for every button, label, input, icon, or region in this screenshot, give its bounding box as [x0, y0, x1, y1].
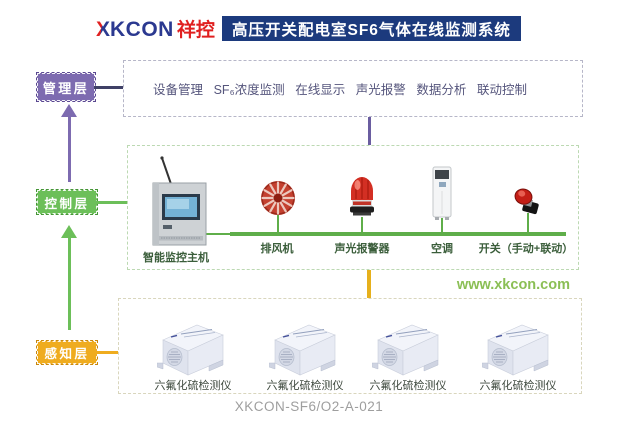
logo-letter-x: X [96, 18, 111, 41]
logo-brand-chinese: 祥控 [176, 20, 215, 41]
air-conditioner-icon [432, 166, 452, 220]
device-label-air-conditioner: 空调 [431, 243, 453, 255]
device-label-alarm: 声光报警器 [334, 243, 390, 255]
control-perception-connector-line [367, 270, 371, 298]
sf6-detector-icon [269, 324, 336, 376]
host-bus-link-line [200, 233, 232, 235]
mgmt-func-device-management: 设备管理 [153, 83, 204, 97]
perception-group-box [118, 298, 582, 394]
up-arrow-perception-to-control [68, 237, 71, 330]
up-arrow-control-to-management [68, 116, 71, 182]
alarm-bus-tick [361, 217, 363, 232]
push-button-switch-icon [514, 188, 539, 215]
device-label-switch: 开关（手动+联动） [478, 243, 574, 255]
sf6-detector-icon [372, 324, 439, 376]
mgmt-func-sf6-concentration-monitoring: SF₆浓度监测 [213, 83, 285, 97]
mgmt-func-linkage-control: 联动控制 [476, 83, 527, 97]
logo-brand-text: KCON [110, 18, 174, 41]
detector-label: 六氟化硫检测仪 [479, 380, 557, 392]
perception-tag-connector-line [96, 351, 118, 354]
control-layer-tag: 控制层 [36, 189, 98, 215]
detector-label: 六氟化硫检测仪 [154, 380, 232, 392]
model-code: XKCON-SF6/O2-A-021 [234, 399, 384, 414]
ac-bus-tick [441, 218, 443, 232]
sf6-detector-icon [157, 324, 224, 376]
device-label-host: 智能监控主机 [143, 252, 209, 264]
perception-layer-tag: 感知层 [36, 340, 98, 365]
exhaust-fan-icon [261, 181, 295, 215]
detector-label: 六氟化硫检测仪 [369, 380, 447, 392]
device-label-exhaust-fan: 排风机 [260, 243, 294, 255]
control-bus-line [230, 231, 566, 236]
mgmt-func-sound-light-alarm: 声光报警 [355, 83, 406, 97]
title-banner: 高压开关配电室SF6气体在线监测系统 [222, 16, 521, 41]
fan-bus-tick [277, 215, 279, 232]
switch-bus-tick [527, 213, 529, 232]
management-control-connector-line [368, 117, 371, 145]
up-arrowhead-green-icon [61, 225, 77, 238]
sf6-detector-icon [482, 324, 549, 376]
mgmt-func-online-display: 在线显示 [295, 83, 346, 97]
management-layer-tag: 管理层 [36, 72, 96, 102]
control-tag-connector-line [96, 201, 127, 204]
management-tag-connector-line [94, 86, 123, 89]
sound-light-alarm-icon [350, 177, 374, 216]
up-arrowhead-purple-icon [61, 104, 77, 117]
management-functions-row: 设备管理 SF₆浓度监测 在线显示 声光报警 数据分析 联动控制 [123, 60, 583, 117]
website-url: www.xkcon.com [456, 277, 570, 293]
management-group-box [123, 60, 583, 117]
detector-label: 六氟化硫检测仪 [266, 380, 344, 392]
mgmt-func-data-analysis: 数据分析 [416, 83, 467, 97]
control-group-box [127, 145, 579, 270]
monitoring-host-icon [152, 156, 207, 246]
